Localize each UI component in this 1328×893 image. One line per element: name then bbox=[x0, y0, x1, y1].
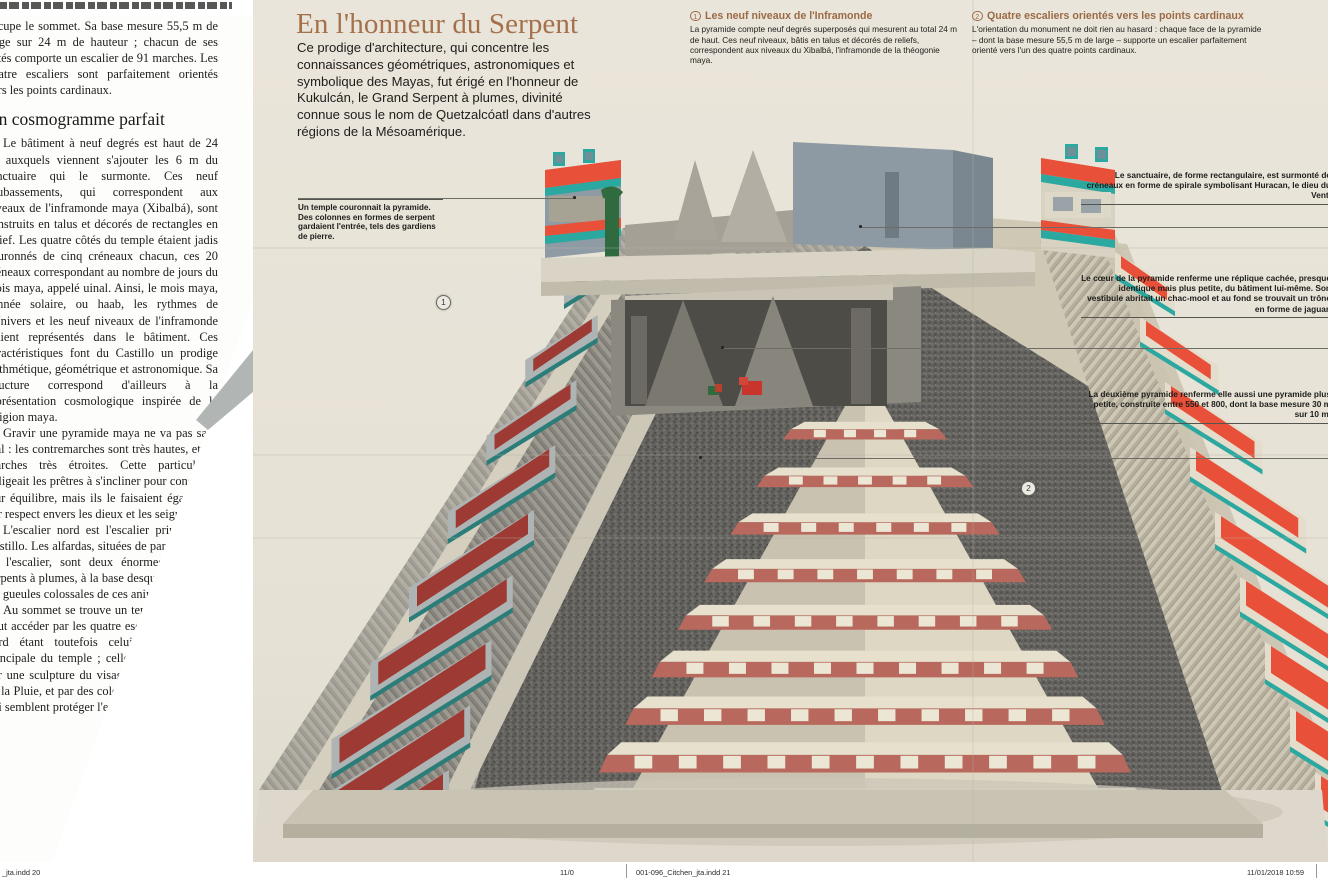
pyramid-cutaway-illustration bbox=[253, 0, 1328, 862]
callout-inframonde: 1 Les neuf niveaux de l'Inframonde La py… bbox=[690, 10, 964, 66]
section-heading: Un cosmogramme parfait bbox=[0, 109, 165, 130]
top-trim-line bbox=[0, 0, 253, 16]
annotation-temple-colonnes: Un temple couronnait la pyramide. Des co… bbox=[298, 199, 443, 243]
leader-line-temple bbox=[298, 198, 576, 199]
page-title: En l'honneur du Serpent bbox=[296, 8, 579, 40]
paragraph-2: Gravir une pyramide maya ne va pas sans … bbox=[0, 426, 218, 521]
footer-left-file: _jta.indd 20 bbox=[2, 868, 41, 877]
leader-dot-deuxieme bbox=[699, 456, 703, 460]
callout-1-heading: 1 Les neuf niveaux de l'Inframonde bbox=[690, 10, 964, 22]
leader-dot-temple bbox=[573, 196, 577, 200]
annotation-sanctuaire: Le sanctuaire, de forme rectangulaire, e… bbox=[1081, 170, 1328, 205]
leader-dot-coeur bbox=[721, 346, 725, 350]
print-footer: _jta.indd 20 11/0 001-096_Citchen_jta.in… bbox=[0, 862, 1328, 893]
paragraph-4: Au sommet se trouve un temple auquel on … bbox=[0, 603, 218, 714]
callout-2-heading-text: Quatre escaliers orientés vers les point… bbox=[987, 10, 1244, 22]
left-body-column: occupe le sommet. Sa base mesure 55,5 m … bbox=[0, 0, 218, 715]
paragraph-top: occupe le sommet. Sa base mesure 55,5 m … bbox=[0, 19, 218, 98]
artwork-marker-1[interactable]: 1 bbox=[436, 295, 451, 310]
leader-line-sanctuaire bbox=[861, 227, 1328, 228]
callout-escaliers: 2 Quatre escaliers orientés vers les poi… bbox=[972, 10, 1262, 55]
footer-page-number: 11/0 bbox=[560, 868, 574, 877]
leader-line-deuxieme bbox=[701, 458, 1328, 459]
leader-dot-sanctuaire bbox=[859, 225, 863, 229]
callout-1-heading-text: Les neuf niveaux de l'Inframonde bbox=[705, 10, 873, 22]
inner-pyramid bbox=[573, 370, 1157, 820]
interior-chamber bbox=[611, 284, 921, 416]
illustration-page: En l'honneur du Serpent Ce prodige d'arc… bbox=[253, 0, 1328, 862]
annotation-coeur-pyramide: Le cœur de la pyramide renferme une répl… bbox=[1081, 273, 1328, 318]
paragraph-1: Le bâtiment à neuf degrés est haut de 24… bbox=[0, 136, 218, 425]
summit-temple bbox=[541, 142, 1115, 296]
footer-right-file: 001-096_Citchen_jta.indd 21 bbox=[636, 868, 731, 877]
left-text-page: occupe le sommet. Sa base mesure 55,5 m … bbox=[0, 0, 253, 862]
callout-1-body: La pyramide compte neuf degrés superposé… bbox=[690, 24, 958, 66]
callout-2-number: 2 bbox=[972, 10, 983, 21]
footer-timestamp: 11/01/2018 10:59 bbox=[1247, 868, 1304, 877]
callout-2-body: L'orientation du monument ne doit rien a… bbox=[972, 24, 1262, 55]
intro-paragraph: Ce prodige d'architecture, qui concentre… bbox=[297, 40, 591, 139]
paragraph-3: L'escalier nord est l'escalier principal… bbox=[0, 522, 218, 602]
annotation-deuxieme-pyramide: La deuxième pyramide renferme elle aussi… bbox=[1081, 389, 1328, 424]
leader-line-coeur bbox=[723, 348, 1328, 349]
callout-1-number: 1 bbox=[690, 10, 701, 21]
callout-2-heading: 2 Quatre escaliers orientés vers les poi… bbox=[972, 10, 1262, 22]
artwork-marker-2[interactable]: 2 bbox=[1021, 481, 1036, 496]
right-face-decorated-terraces bbox=[1115, 252, 1328, 828]
